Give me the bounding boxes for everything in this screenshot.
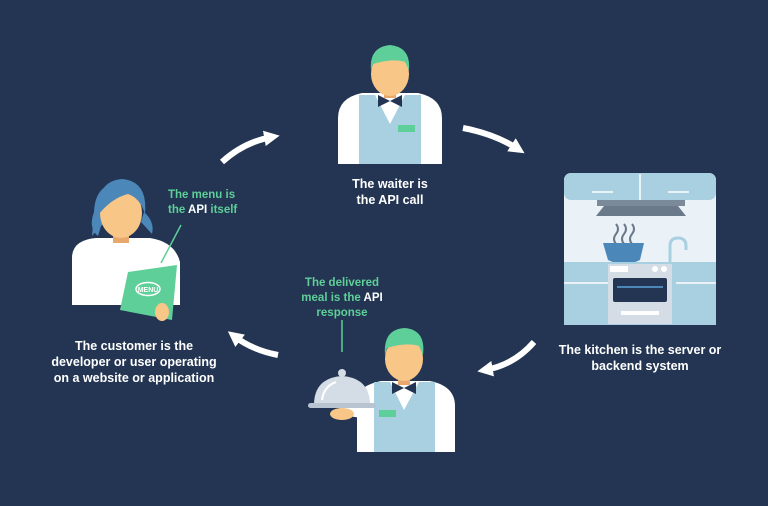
arrow-icon [227,331,279,358]
menu-annotation-api: API [188,204,208,216]
kitchen-label: The kitchen is the server or backend sys… [550,342,730,374]
customer-icon [72,179,180,305]
kitchen-icon [564,173,716,325]
menu-card-label: MENU [138,287,159,294]
menu-annotation-text: The menu is [168,189,236,201]
cloche-icon [308,369,376,408]
waiter-label-line: The waiter is [352,177,428,191]
menu-annotation-text: itself [207,204,238,216]
menu-icon: MENU [120,224,182,321]
customer-label-line: on a website or application [53,371,215,385]
arrow-icon [477,339,537,377]
menu-annotation-text: the [168,204,189,216]
customer-label: The customer is the developer or user op… [44,338,224,386]
response-annotation-text: response [316,307,368,319]
menu-annotation: The menu is the API itself [168,188,260,218]
waiter-label-line: the API call [356,193,424,207]
response-annotation-text: The delivered [304,277,380,289]
customer-label-line: The customer is the [74,339,194,353]
response-annotation-text: meal is the [301,292,364,304]
waiter-icon [338,45,442,164]
customer-label-line: developer or user operating [51,355,217,369]
response-annotation: The delivered meal is the API response [292,276,392,321]
kitchen-label-line: The kitchen is the server or [558,343,722,357]
serving-waiter-icon [330,320,455,452]
arrow-icon [219,130,280,165]
response-annotation-api: API [363,292,383,304]
waiter-label: The waiter is the API call [330,176,450,208]
arrow-icon [462,125,525,154]
kitchen-label-line: backend system [591,359,689,373]
